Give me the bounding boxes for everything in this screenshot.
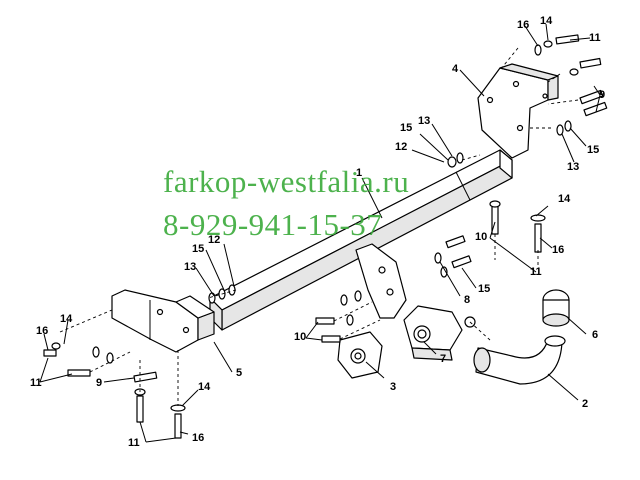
assembly-guide-lines [59, 47, 579, 406]
cross-beam [209, 149, 513, 331]
callout-14: 14 [540, 15, 553, 27]
callout-10: 10 [294, 331, 306, 343]
leader-lines [39, 23, 601, 443]
watermark-phone: 8-929-941-15-37 [163, 207, 383, 242]
callout-14: 14 [198, 381, 211, 393]
callout-15: 15 [400, 122, 412, 134]
callout-15: 15 [192, 243, 204, 255]
ball-carrier-block [403, 305, 476, 361]
callout-11: 11 [589, 32, 601, 44]
callout-2: 2 [582, 398, 588, 410]
callout-1: 1 [356, 167, 362, 179]
callout-13: 13 [184, 261, 196, 273]
callout-4: 4 [452, 63, 459, 75]
callout-3: 3 [390, 381, 396, 393]
callout-13: 13 [567, 161, 579, 173]
callout-11: 11 [128, 437, 140, 449]
callout-6: 6 [592, 329, 598, 341]
callout-5: 5 [236, 367, 242, 379]
callout-7: 7 [440, 353, 446, 365]
callout-12: 12 [208, 234, 220, 246]
right-mounting-bracket [477, 63, 559, 159]
callout-15: 15 [478, 283, 490, 295]
watermark-site: farkop-westfalia.ru [163, 164, 410, 199]
callout-9: 9 [96, 377, 102, 389]
callout-16: 16 [36, 325, 48, 337]
tow-ball-cap [542, 289, 570, 327]
callout-16: 16 [192, 432, 204, 444]
callout-16: 16 [517, 19, 529, 31]
callout-10: 10 [475, 231, 487, 243]
callout-14: 14 [558, 193, 571, 205]
callout-13: 13 [418, 115, 430, 127]
left-mounting-bracket [111, 289, 215, 353]
callout-15: 15 [587, 144, 599, 156]
callout-14: 14 [60, 313, 73, 325]
tow-ball-neck [473, 335, 566, 385]
callout-12: 12 [395, 141, 407, 153]
callout-labels: 16 14 11 4 9 13 15 13 15 12 1 14 16 10 1… [30, 15, 605, 449]
callout-8: 8 [464, 294, 470, 306]
callout-9: 9 [599, 89, 605, 101]
callout-11: 11 [30, 377, 42, 389]
callout-11: 11 [530, 266, 542, 278]
callout-16: 16 [552, 244, 564, 256]
